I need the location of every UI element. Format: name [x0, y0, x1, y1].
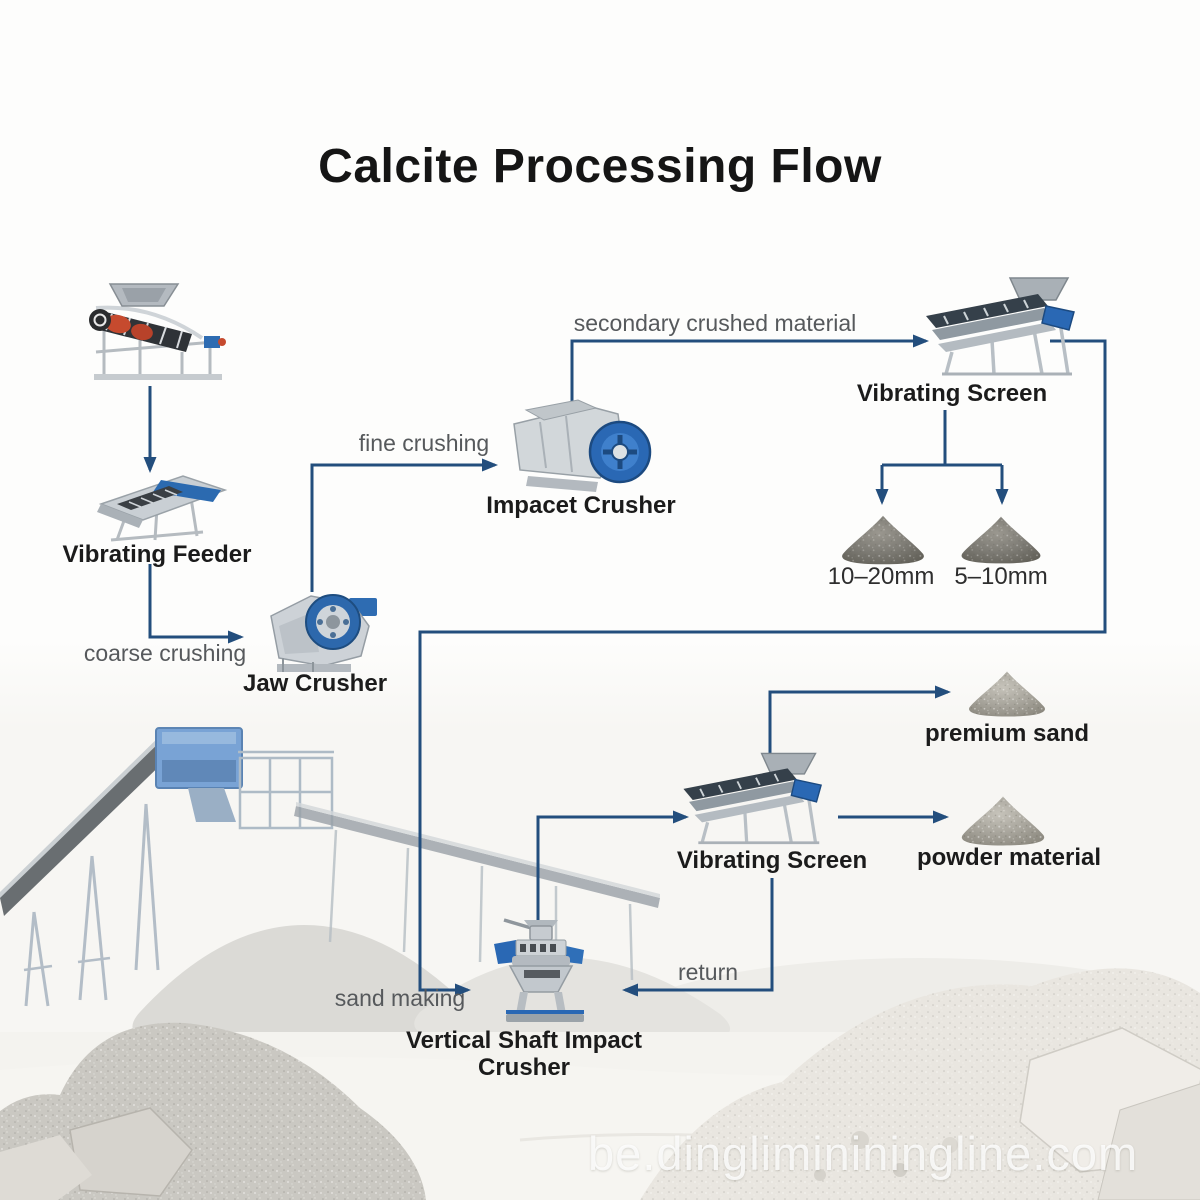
premium-sand-pile-image — [962, 668, 1052, 720]
edge-feeder-to-jaw — [148, 564, 244, 644]
vibrating-screen-bottom-image — [676, 750, 836, 850]
label-powder-material: powder material — [916, 844, 1102, 871]
label-impact-crusher: Impacet Crusher — [486, 492, 676, 519]
edge-jaw-to-impact — [310, 458, 498, 592]
label-10-20mm: 10–20mm — [827, 563, 935, 590]
quarry-background-photo — [0, 640, 1200, 1200]
edge-label-secondary-crushed: secondary crushed material — [573, 310, 857, 336]
vsi-crusher-image — [480, 918, 605, 1026]
background-pile-left — [0, 1022, 426, 1200]
background-pile-right — [640, 968, 1200, 1200]
label-5-10mm: 5–10mm — [954, 563, 1048, 590]
jaw-crusher-image — [253, 582, 398, 678]
edge-label-sand-making: sand making — [334, 985, 466, 1011]
label-premium-sand: premium sand — [924, 720, 1090, 747]
edge-label-return: return — [677, 959, 739, 985]
edge-impact-to-screen — [570, 334, 929, 406]
feed-hopper-machine-image — [82, 280, 232, 388]
edge-label-fine-crushing: fine crushing — [358, 430, 490, 456]
label-vibrating-screen-top: Vibrating Screen — [856, 380, 1048, 407]
edge-screen-to-sandmaking — [418, 339, 1107, 997]
edge-label-coarse-crushing: coarse crushing — [83, 640, 247, 666]
label-vibrating-feeder: Vibrating Feeder — [62, 541, 252, 568]
label-vibrating-screen-bottom: Vibrating Screen — [676, 847, 868, 874]
label-vsi-crusher: Vertical Shaft Impact Crusher — [405, 1027, 643, 1081]
vibrating-feeder-image — [95, 470, 235, 548]
edge-screen-to-premium — [768, 685, 951, 756]
edge-vsi-to-screen — [536, 810, 689, 926]
watermark-text: be.dinglimininingline.com — [588, 1127, 1139, 1180]
page-title: Calcite Processing Flow — [318, 140, 882, 193]
label-jaw-crusher: Jaw Crusher — [242, 670, 388, 697]
vibrating-screen-top-image — [918, 276, 1090, 380]
background-conveyor-left — [0, 727, 334, 1007]
impact-crusher-image — [500, 398, 665, 500]
pile-10-20mm-image — [836, 512, 930, 568]
pile-5-10mm-image — [956, 512, 1046, 568]
powder-material-pile-image — [956, 792, 1050, 850]
edge-return-to-vsi — [622, 878, 774, 997]
